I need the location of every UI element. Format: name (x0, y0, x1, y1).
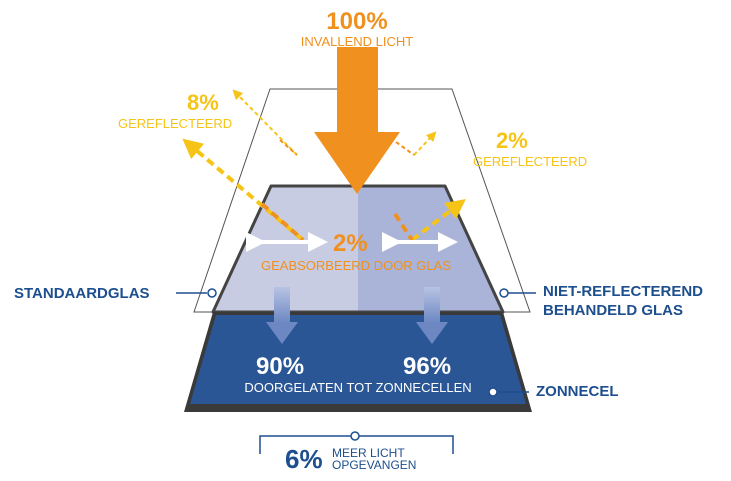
absorbed-label: GEABSORBEERD DOOR GLAS (261, 258, 451, 273)
connector-dot-treated-glass (499, 288, 509, 298)
reflected-ray-right-large (410, 198, 466, 242)
treated-glass-label-line2: BEHANDELD GLAS (543, 302, 684, 319)
incoming-ray-right-small (395, 141, 415, 156)
gain-label-line2: OPGEVANGEN (332, 458, 417, 472)
transmitted-left-percent: 90% (256, 353, 305, 380)
treated-glass-label-line1: NIET-REFLECTEREND (543, 283, 704, 300)
gain-callout-box-right (359, 435, 454, 454)
transmitted-right-percent: 96% (403, 353, 452, 380)
connector-dot-solar-cell (488, 387, 498, 397)
reflected-ray-right-small (413, 131, 437, 156)
standard-glass-label: STANDAARDGLAS (14, 285, 150, 302)
transmitted-label: DOORGELATEN TOT ZONNECELLEN (244, 380, 472, 395)
incident-light-arrow (314, 47, 400, 194)
reflected-ray-left-large (182, 138, 305, 242)
connector-dot-standard-glass (207, 288, 217, 298)
incoming-ray-right-large (393, 212, 414, 242)
incident-percent: 100% (326, 8, 388, 35)
solar-cell-label: ZONNECEL (536, 383, 619, 400)
reflected-left-label: GEREFLECTEERD (118, 116, 233, 131)
connector-dot-gain (350, 431, 360, 441)
transmission-arrow-left (266, 287, 298, 344)
absorbed-percent: 2% (333, 230, 368, 257)
reflected-right-label: GEREFLECTEERD (473, 154, 588, 169)
gain-label-line1: MEER LICHT (332, 446, 405, 460)
solar-cell (190, 315, 526, 404)
reflected-right-percent: 2% (496, 128, 528, 153)
reflected-ray-left-small (232, 89, 298, 156)
incident-label: INVALLEND LICHT (300, 34, 414, 49)
transmission-arrow-right (416, 287, 448, 344)
gain-percent: 6% (285, 444, 323, 474)
reflected-left-percent: 8% (187, 90, 219, 115)
gain-callout-box (259, 435, 351, 454)
incoming-ray-left-small (279, 139, 298, 156)
